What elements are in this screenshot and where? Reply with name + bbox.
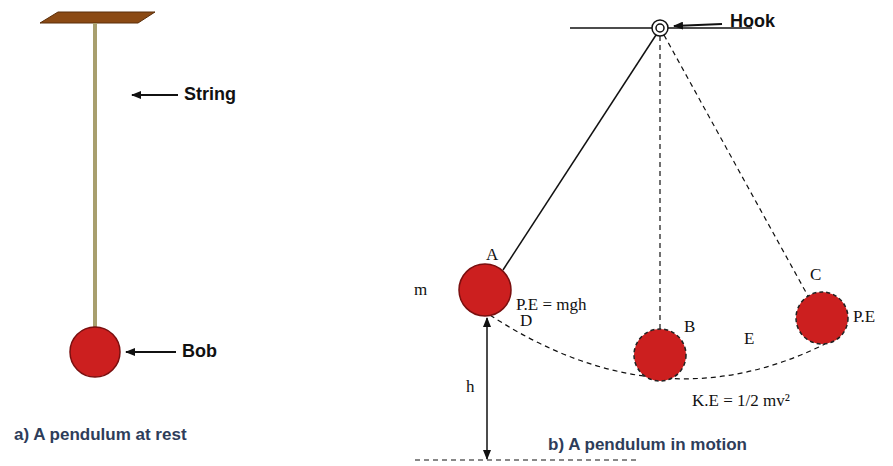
point-label: E xyxy=(744,330,754,349)
energy-label: P.E xyxy=(853,308,875,327)
point-label: A xyxy=(486,246,498,265)
point-label: D xyxy=(520,312,532,331)
part-label: Bob xyxy=(182,342,217,362)
caption-label: a) A pendulum at rest xyxy=(14,426,187,445)
part-label: Hook xyxy=(730,12,775,32)
point-label: B xyxy=(684,318,695,337)
part-label: String xyxy=(184,85,236,105)
height-label: h xyxy=(466,378,475,397)
mass-label: m xyxy=(414,281,427,300)
point-label: C xyxy=(810,266,821,285)
energy-label: K.E = 1/2 mv² xyxy=(692,392,790,411)
caption-label: b) A pendulum in motion xyxy=(548,436,747,455)
